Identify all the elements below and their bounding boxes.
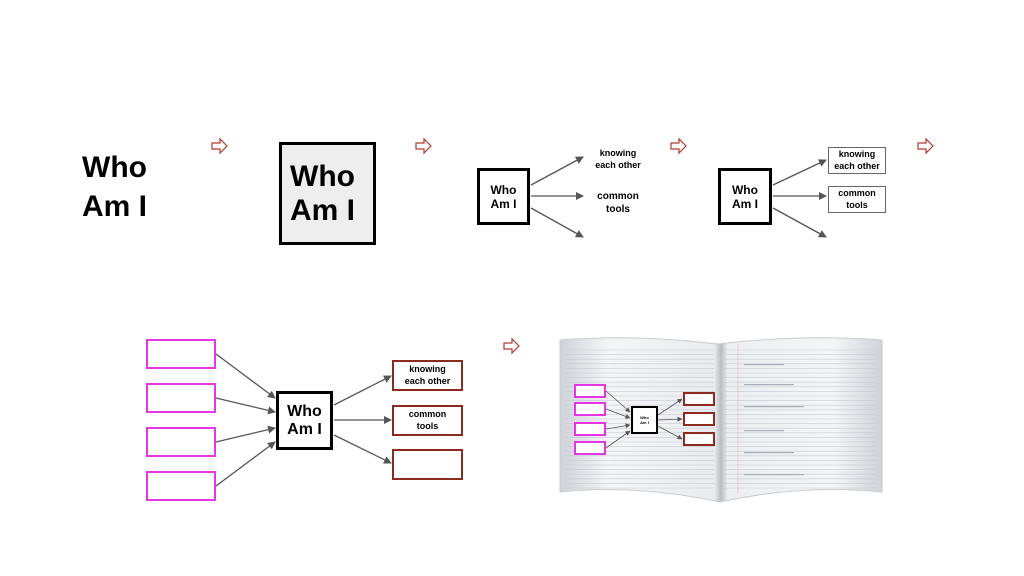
step3-mid-line2: tools (606, 204, 630, 215)
step3-center-line2: Am I (490, 196, 517, 211)
step5-arrow-out-3 (333, 434, 392, 464)
step5-right2-line2: tools (416, 420, 439, 431)
step3-center-box: Who Am I (477, 168, 530, 225)
nb-arrow-out-1 (657, 398, 683, 416)
step5-right-box-3 (392, 449, 463, 480)
nb-arrow-in-3 (605, 423, 631, 430)
nb-pink-box-4 (574, 441, 606, 455)
step4-arrow-top (772, 159, 827, 186)
step4-center-line2: Am I (731, 196, 758, 211)
nb-pink-box-1 (574, 384, 606, 398)
step3-mid-line1: common (597, 191, 639, 202)
nb-pink-box-3 (574, 422, 606, 436)
nb-arrow-in-2 (605, 408, 631, 419)
nb-center-line2: Am I (640, 420, 649, 425)
notebook-scribble (744, 474, 804, 476)
step4-arrow-bottom (772, 207, 827, 238)
step5-arrow-in-2 (215, 397, 276, 415)
nb-pink-box-2 (574, 402, 606, 416)
nb-center-box: Who Am I (631, 406, 658, 434)
step3-mid-label: common tools (588, 190, 648, 216)
step2-who-am-i-box: Who Am I (279, 142, 376, 245)
step5-right-box-2: common tools (392, 405, 463, 436)
step5-left-box-2 (146, 383, 216, 413)
nb-center-line1: Who (640, 415, 649, 420)
step5-arrow-in-4 (215, 441, 276, 487)
notebook-scribble (744, 452, 794, 454)
step4-center-line1: Who (731, 182, 758, 197)
notebook-image: Who Am I (556, 334, 884, 504)
nb-arrow-out-2 (657, 416, 683, 422)
step3-arrow-top (530, 156, 584, 186)
step5-arrow-out-1 (333, 375, 392, 406)
arrow-right-icon (670, 137, 687, 155)
step1-line1: Who (82, 151, 147, 184)
arrow-right-icon (211, 137, 228, 155)
arrow-right-icon (415, 137, 432, 155)
step5-right1-line1: knowing (409, 363, 446, 374)
step5-left-box-4 (146, 471, 216, 501)
step5-center-line1: Who (287, 402, 322, 420)
step3-arrow-bottom (530, 207, 584, 238)
nb-arrow-in-1 (605, 390, 631, 413)
step5-left-box-1 (146, 339, 216, 369)
step1-line2: Am I (82, 190, 148, 223)
step4-mid-line2: tools (846, 199, 868, 210)
step5-center-line2: Am I (287, 420, 322, 438)
step4-mid-line1: common (838, 187, 876, 198)
step4-top-box: knowing each other (828, 147, 886, 174)
step3-top-label: knowing each other (588, 148, 648, 171)
step4-top-line2: each other (834, 160, 880, 171)
nb-maroon-box-3 (683, 432, 715, 446)
step5-arrow-in-3 (215, 425, 276, 443)
notebook-scribble (744, 430, 784, 432)
step5-right2-line1: common (408, 408, 447, 419)
step5-right1-line2: each other (404, 375, 451, 386)
nb-arrow-in-4 (605, 430, 631, 449)
step3-top-line2: each other (595, 159, 641, 170)
step4-center-box: Who Am I (718, 168, 772, 225)
step5-center-box: Who Am I (276, 391, 333, 450)
step3-top-line1: knowing (599, 148, 637, 158)
arrow-right-icon (917, 137, 934, 155)
step5-arrow-in-1 (215, 353, 276, 399)
step3-center-line1: Who (490, 182, 517, 197)
step1-who-am-i-text: Who Am I (82, 148, 147, 226)
notebook-scribble (744, 406, 804, 408)
nb-arrow-out-3 (657, 425, 683, 440)
nb-maroon-box-1 (683, 392, 715, 406)
notebook-scribble (744, 384, 794, 386)
step5-left-box-3 (146, 427, 216, 457)
step5-right-box-1: knowing each other (392, 360, 463, 391)
step2-line2: Am I (290, 193, 356, 227)
arrow-right-icon (503, 337, 520, 355)
step4-mid-box: common tools (828, 186, 886, 213)
step2-line1: Who (290, 159, 355, 193)
nb-maroon-box-2 (683, 412, 715, 426)
notebook-scribble (744, 364, 784, 366)
step4-top-line1: knowing (838, 148, 876, 159)
